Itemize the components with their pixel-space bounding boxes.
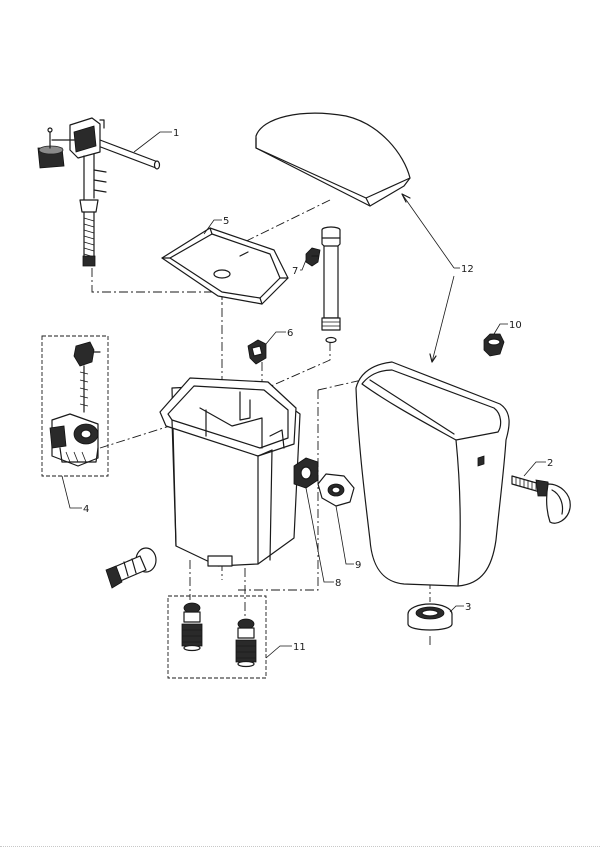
- callout-6: 6: [287, 328, 293, 339]
- callout-10: 10: [509, 320, 522, 331]
- overflow-tube-part: [305, 226, 341, 344]
- fill-valve-part: [37, 117, 161, 267]
- inner-lid-part: [161, 227, 289, 305]
- top-cover-part: [255, 112, 411, 207]
- callout-3: 3: [465, 602, 471, 613]
- callout-labels: 1 2 3 4 5 6 7 8 9 10 11 12: [83, 128, 553, 653]
- callout-2: 2: [547, 458, 553, 469]
- callout-5: 5: [223, 216, 229, 227]
- inner-cistern-part: [159, 377, 301, 567]
- gasket-part-9: [317, 473, 355, 507]
- callout-1: 1: [173, 128, 179, 139]
- fitting-part-10: [483, 333, 505, 357]
- callout-7: 7: [292, 266, 298, 277]
- callout-9: 9: [355, 560, 361, 571]
- cartridge-parts-11: [167, 595, 267, 679]
- callout-11: 11: [293, 642, 306, 653]
- leader-lines: [61, 131, 546, 659]
- flush-handle-part: [511, 475, 571, 524]
- ceramic-tank-part: [355, 361, 510, 587]
- donut-seal-part: [407, 603, 453, 631]
- clip-part-6: [247, 339, 267, 365]
- inlet-nozzle-part: [105, 547, 157, 589]
- callout-12: 12: [461, 264, 474, 275]
- callout-8: 8: [335, 578, 341, 589]
- flush-valve-part: [41, 335, 109, 477]
- seal-plate-part-8: [293, 457, 319, 489]
- page-bottom-rule: [0, 846, 600, 847]
- callout-4: 4: [83, 504, 89, 515]
